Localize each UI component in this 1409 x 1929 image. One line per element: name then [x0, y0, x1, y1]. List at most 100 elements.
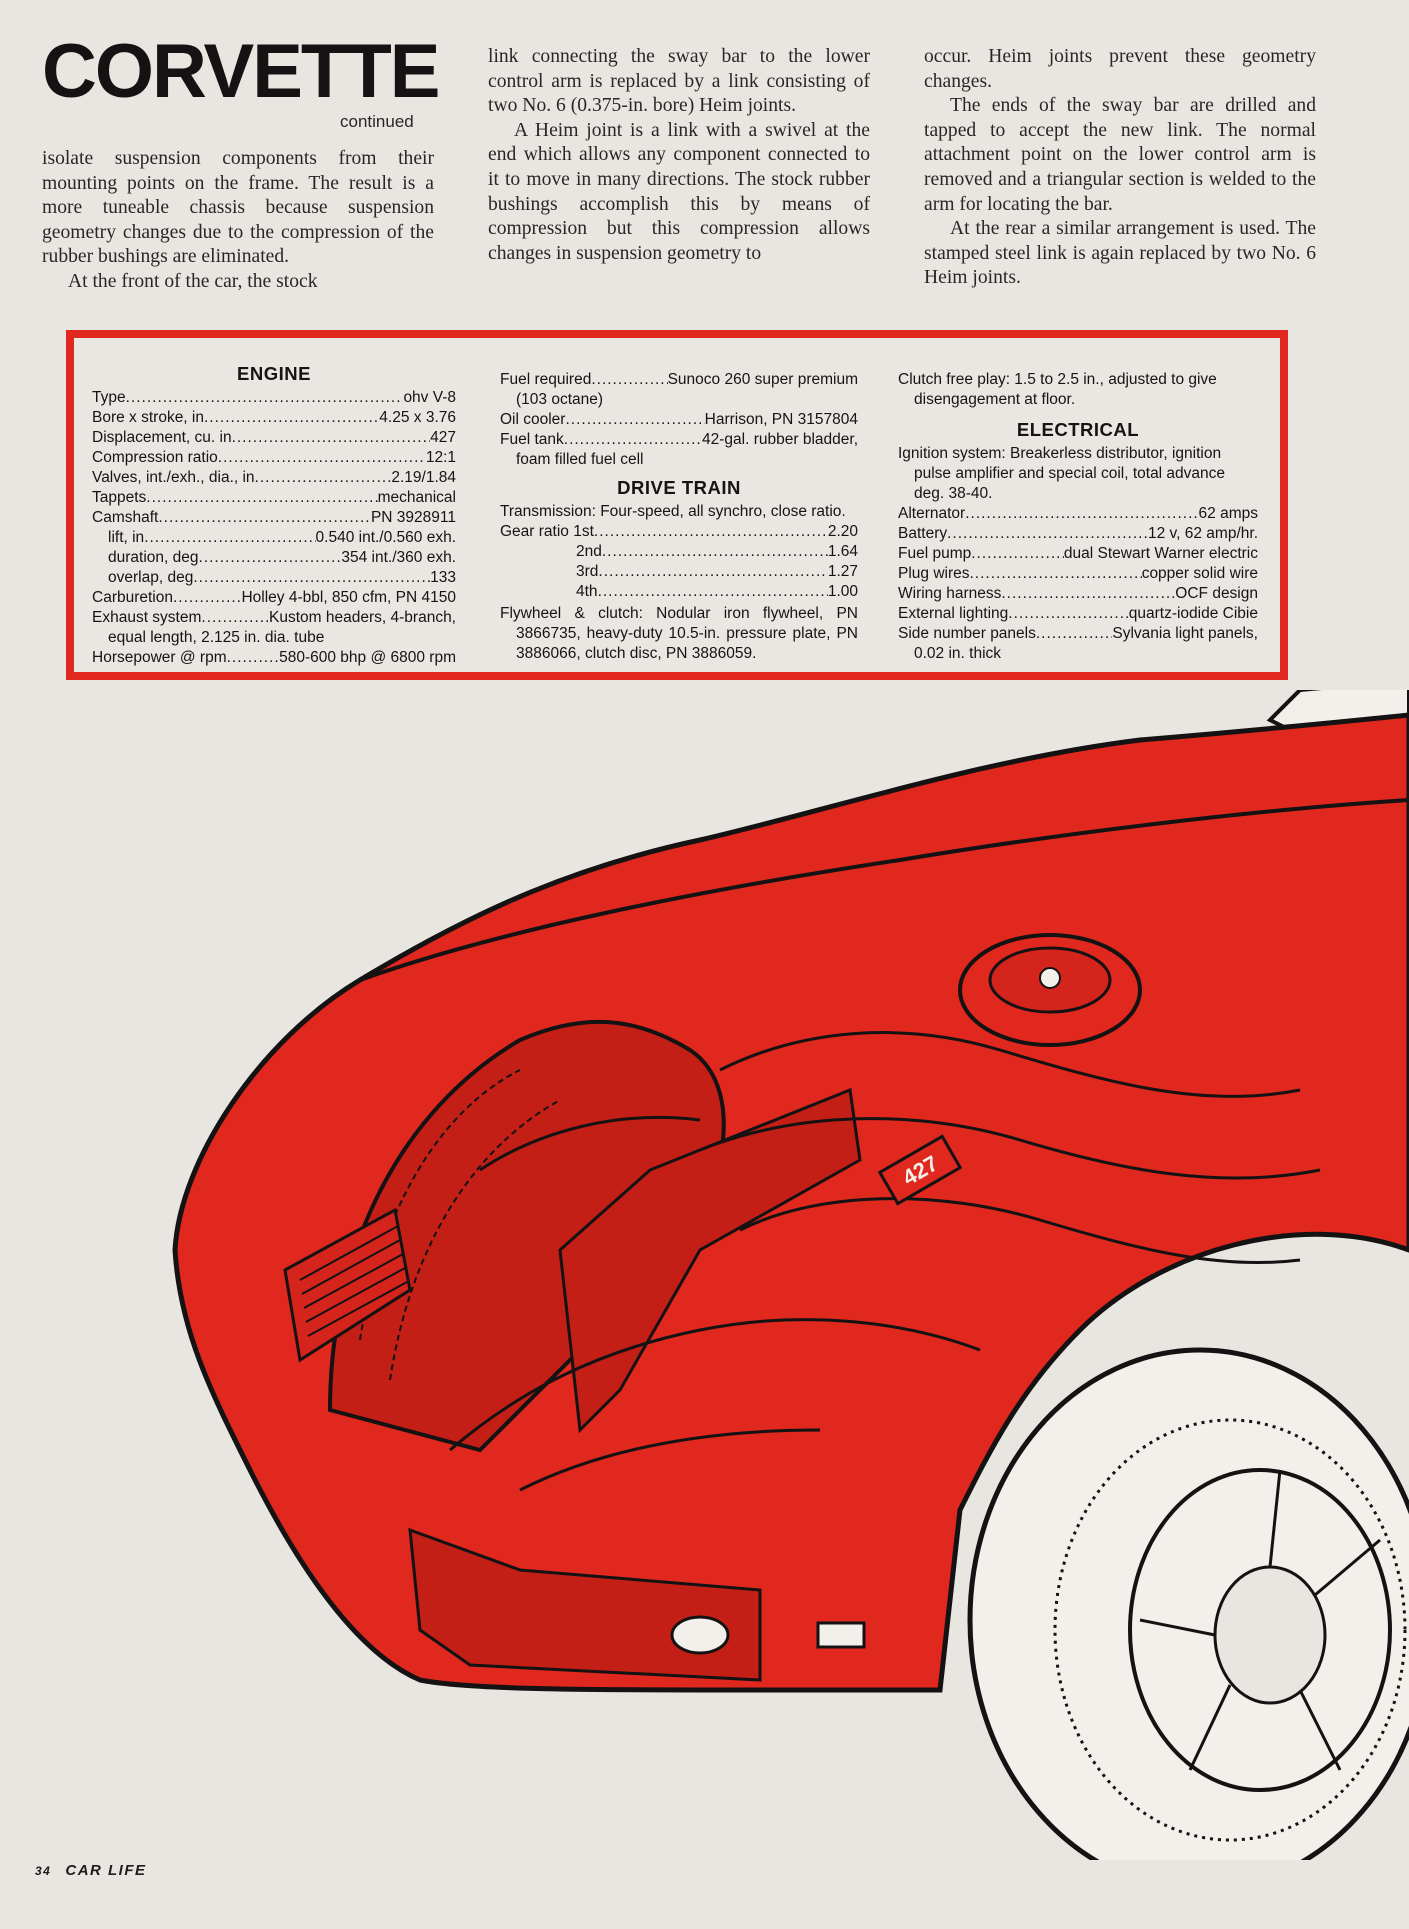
spec-value: Harrison, PN 3157804 [704, 411, 858, 428]
spec-row: External lighting quartz-iodide Cibie [898, 604, 1258, 624]
spec-label: overlap, deg [108, 569, 194, 586]
spec-row: overlap, deg 133 [92, 568, 456, 588]
corvette-cutaway-illustration: 427 [172, 690, 1409, 1860]
paragraph: At the rear a similar arrangement is use… [924, 218, 1316, 289]
spec-value: 1.00 [827, 583, 858, 600]
spec-value: 42-gal. rubber bladder, [702, 431, 858, 448]
front-bumper [408, 1527, 762, 1682]
spec-label: External lighting [898, 605, 1009, 622]
spec-value: OCF design [1175, 585, 1258, 602]
spec-row: Fuel pump dual Stewart Warner electric [898, 544, 1258, 564]
spec-value: 354 int./360 exh. [341, 549, 456, 566]
spec-row: Battery12 v, 62 amp/hr. [898, 524, 1258, 544]
spec-row: Gear ratio 1st2.20 [500, 522, 858, 542]
spec-label: Compression ratio [92, 449, 218, 466]
spec-value: 1.64 [827, 543, 858, 560]
spec-label: Wiring harness [898, 585, 1002, 602]
fog-light [670, 1615, 730, 1655]
page-number: 34 [35, 1864, 52, 1878]
front-wheel [967, 1347, 1409, 1860]
radiator [558, 1087, 862, 1434]
spec-column-engine: ENGINE Type ohv V-8 Bore x stroke, in4.25… [92, 362, 456, 668]
spec-label: Fuel pump [898, 545, 972, 562]
spec-text: Transmission: Four-speed, all synchro, c… [500, 503, 846, 520]
spec-row: Bore x stroke, in4.25 x 3.76 [92, 408, 456, 428]
spec-value: Kustom headers, 4-branch, [269, 609, 456, 626]
spec-value: 133 [430, 569, 456, 586]
spec-value: 4.25 x 3.76 [379, 409, 456, 426]
paragraph: occur. Heim joints prevent these geometr… [924, 46, 1316, 92]
spec-heading-electrical: ELECTRICAL [1016, 419, 1140, 440]
spec-continuation: (103 octane) [516, 391, 604, 408]
spec-value: 2.19/1.84 [391, 469, 456, 486]
spec-value: 62 amps [1198, 505, 1258, 522]
spec-value: dual Stewart Warner electric [1063, 545, 1258, 562]
spec-label: Plug wires [898, 565, 970, 582]
spec-label: Tappets [92, 489, 147, 506]
spec-table: ENGINE Type ohv V-8 Bore x stroke, in4.25… [66, 330, 1288, 680]
spec-value: ohv V-8 [403, 389, 456, 406]
paragraph: At the front of the car, the stock [68, 270, 318, 292]
spec-label: Valves, int./exh., dia., in [92, 469, 255, 486]
spec-label: Displacement, cu. in [92, 429, 232, 446]
spec-continuation: foam filled fuel cell [516, 451, 644, 468]
spec-row: duration, deg 354 int./360 exh. [92, 548, 456, 568]
spec-row: Fuel tank 42-gal. rubber bladder, [500, 430, 858, 450]
spec-label: Battery [898, 525, 948, 542]
spec-label: Camshaft [92, 509, 159, 526]
spec-label: duration, deg [108, 549, 199, 566]
spec-text: Ignition system: Breakerless distributor… [898, 445, 1226, 502]
spec-label: Carburetion [92, 589, 173, 606]
paragraph: A Heim joint is a link with a swivel at … [488, 119, 870, 264]
spec-text: Flywheel & clutch: Nodular iron flywheel… [500, 605, 858, 662]
magazine-name: CAR LIFE [65, 1862, 147, 1879]
spec-label: Side number panels [898, 625, 1036, 642]
engine-badge: 427 [877, 1134, 963, 1206]
spec-row: 2nd 1.64 [500, 542, 858, 562]
spec-value: Holley 4-bbl, 850 cfm, PN 4150 [241, 589, 456, 606]
spec-label: 2nd [576, 543, 602, 560]
spec-label: Fuel required [500, 371, 592, 388]
spec-heading-engine: ENGINE [237, 363, 311, 384]
page-footer: 34 CAR LIFE [35, 1862, 147, 1879]
article-column-3: occur. Heim joints prevent these geometr… [924, 45, 1316, 291]
spec-label: 3rd [576, 563, 599, 580]
spec-row: Compression ratio12:1 [92, 448, 456, 468]
spec-value: 2.20 [827, 523, 858, 540]
spec-row: Horsepower @ rpm 580-600 bhp @ 6800 rpm [92, 648, 456, 668]
spec-column-drive-train: Fuel requiredSunoco 260 super premium (1… [500, 370, 858, 664]
spec-row: Tappets mechanical [92, 488, 456, 508]
spec-label: 4th [576, 583, 598, 600]
spec-value: 580-600 bhp @ 6800 rpm [279, 649, 456, 666]
paragraph: The ends of the sway bar are drilled and… [924, 95, 1316, 215]
spec-row: Fuel requiredSunoco 260 super premium [500, 370, 858, 390]
spec-row: CamshaftPN 3928911 [92, 508, 456, 528]
spec-continuation: equal length, 2.125 in. dia. tube [108, 629, 325, 646]
spec-row: Wiring harness OCF design [898, 584, 1258, 604]
paragraph: isolate suspension components from their… [42, 148, 434, 268]
spec-value: mechanical [377, 489, 456, 506]
spec-row: 4th 1.00 [500, 582, 858, 602]
spec-label: Oil cooler [500, 411, 566, 428]
spec-row: Type ohv V-8 [92, 388, 456, 408]
spec-row: Carburetion Holley 4-bbl, 850 cfm, PN 415… [92, 588, 456, 608]
spec-row: Alternator 62 amps [898, 504, 1258, 524]
spec-label: Horsepower @ rpm [92, 649, 227, 666]
parking-light [816, 1621, 866, 1649]
spec-value: quartz-iodide Cibie [1128, 605, 1258, 622]
spec-value: 0.540 int./0.560 exh. [315, 529, 456, 546]
spec-row: lift, in0.540 int./0.560 exh. [92, 528, 456, 548]
article-column-2: link connecting the sway bar to the lowe… [488, 45, 870, 266]
continued-label: continued [340, 112, 414, 131]
spec-value: Sylvania light panels, [1112, 625, 1258, 642]
spec-value: 1.27 [827, 563, 858, 580]
spec-continuation: 0.02 in. thick [914, 645, 1002, 662]
spec-row: Exhaust systemKustom headers, 4-branch, [92, 608, 456, 628]
spec-column-electrical: Clutch free play: 1.5 to 2.5 in., adjust… [898, 370, 1258, 664]
spec-label: Type [92, 389, 126, 406]
spec-label: Fuel tank [500, 431, 564, 448]
spec-value: 427 [430, 429, 456, 446]
article-column-1: isolate suspension components from their… [42, 147, 434, 295]
spec-label: Alternator [898, 505, 966, 522]
spec-row: 3rd 1.27 [500, 562, 858, 582]
